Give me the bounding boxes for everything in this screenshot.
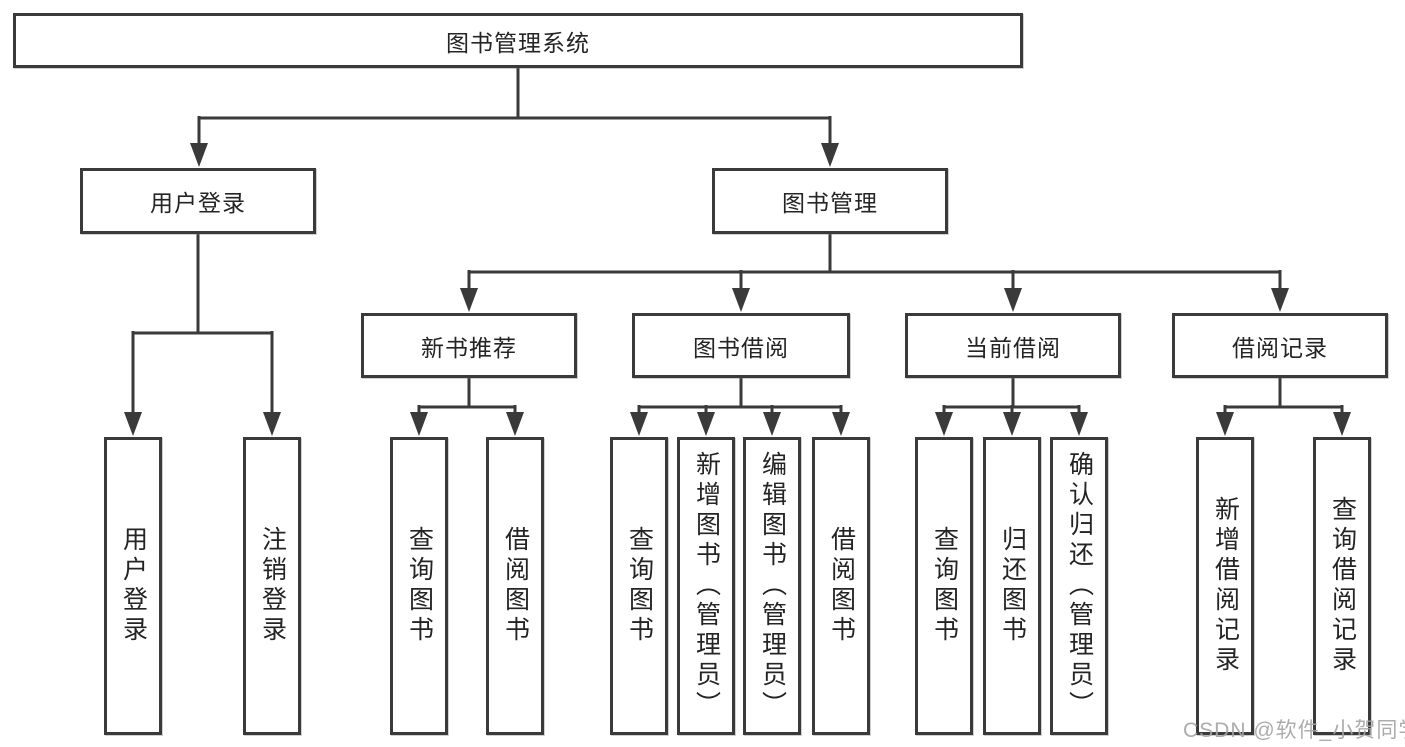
node-label: 用户登录 bbox=[150, 190, 246, 216]
leaf-add-borrow-record: 新增借阅记录 bbox=[1196, 437, 1254, 735]
leaf-label: 查询借阅记录 bbox=[1328, 496, 1357, 676]
node-label: 图书管理系统 bbox=[446, 29, 590, 56]
node-current-borrowing: 当前借阅 bbox=[905, 313, 1121, 378]
leaf-label: 查询图书 bbox=[930, 526, 959, 646]
node-label: 图书借阅 bbox=[693, 334, 789, 361]
leaf-query-borrow-record: 查询借阅记录 bbox=[1313, 437, 1371, 735]
leaf-label: 用户登录 bbox=[119, 526, 148, 646]
leaf-confirm-return-admin: 确认归还（管理员） bbox=[1050, 437, 1108, 735]
node-library-management-system: 图书管理系统 bbox=[13, 13, 1023, 68]
leaf-query-books-current: 查询图书 bbox=[915, 437, 973, 735]
leaf-query-books-borrow: 查询图书 bbox=[610, 437, 668, 735]
node-label: 借阅记录 bbox=[1232, 334, 1328, 361]
leaf-borrow-books: 借阅图书 bbox=[812, 437, 870, 735]
leaf-user-login: 用户登录 bbox=[104, 437, 162, 735]
leaf-label: 查询图书 bbox=[405, 526, 434, 646]
leaf-logout-login: 注销登录 bbox=[243, 437, 301, 735]
leaf-add-books-admin: 新增图书（管理员） bbox=[677, 437, 735, 735]
leaf-label: 查询图书 bbox=[625, 526, 654, 646]
leaf-label: 确认归还（管理员） bbox=[1065, 451, 1094, 721]
node-label: 新书推荐 bbox=[421, 334, 517, 361]
leaf-label: 新增借阅记录 bbox=[1211, 496, 1240, 676]
node-book-management: 图书管理 bbox=[712, 168, 948, 234]
leaf-query-books-recommend: 查询图书 bbox=[390, 437, 448, 735]
node-new-book-recommendation: 新书推荐 bbox=[361, 313, 577, 378]
leaf-label: 借阅图书 bbox=[827, 526, 856, 646]
node-label: 图书管理 bbox=[782, 190, 878, 216]
arrowhead-icons bbox=[124, 143, 1351, 436]
node-label: 当前借阅 bbox=[965, 334, 1061, 361]
leaf-label: 注销登录 bbox=[258, 526, 287, 646]
leaf-label: 编辑图书（管理员） bbox=[758, 451, 787, 721]
node-user-login: 用户登录 bbox=[80, 168, 316, 234]
leaf-edit-books-admin: 编辑图书（管理员） bbox=[743, 437, 801, 735]
node-book-borrowing: 图书借阅 bbox=[632, 313, 850, 378]
node-borrowing-records: 借阅记录 bbox=[1172, 313, 1388, 378]
leaf-label: 新增图书（管理员） bbox=[692, 451, 721, 721]
leaf-borrow-books-recommend: 借阅图书 bbox=[486, 437, 544, 735]
leaf-return-books: 归还图书 bbox=[983, 437, 1041, 735]
leaf-label: 归还图书 bbox=[998, 526, 1027, 646]
watermark-text: CSDN @软件_小贺同学 bbox=[1183, 719, 1405, 742]
leaf-label: 借阅图书 bbox=[501, 526, 530, 646]
